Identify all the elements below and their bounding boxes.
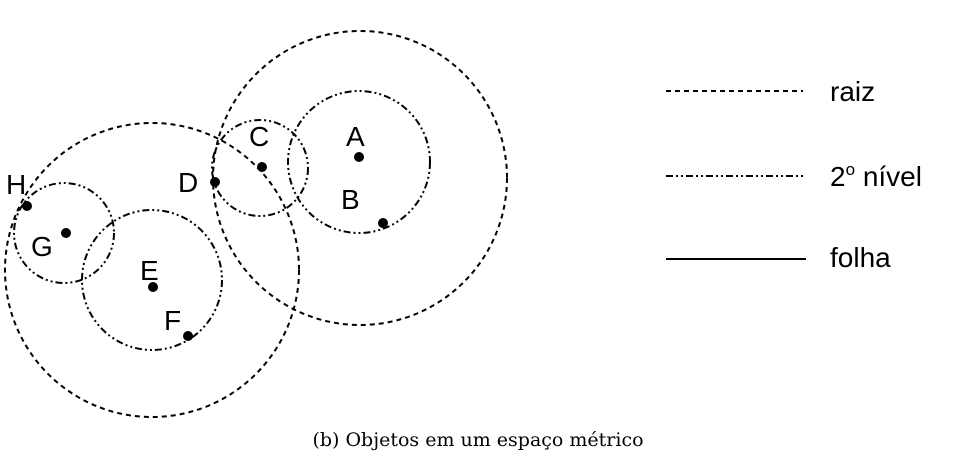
point-b-label: B <box>341 184 360 215</box>
point-e-label: E <box>140 255 159 286</box>
figure-caption: (b) Objetos em um espaço métrico <box>312 429 643 451</box>
legend-root-label: raiz <box>830 76 875 107</box>
legend-level2-prefix: 2 <box>830 161 846 192</box>
level2-circle-c <box>211 119 309 217</box>
level2-circle-a <box>287 90 431 234</box>
point-d-dot <box>210 177 220 187</box>
point-h-dot <box>22 201 32 211</box>
point-d-label: D <box>178 167 198 198</box>
root-circle-left <box>4 122 300 418</box>
point-f-label: F <box>164 305 181 336</box>
point-g-label: G <box>31 231 53 262</box>
level2-circle-e <box>81 209 223 351</box>
point-c-dot <box>257 162 267 172</box>
point-g-dot <box>61 228 71 238</box>
point-c-label: C <box>249 121 269 152</box>
legend-level2-suffix: nível <box>855 161 922 192</box>
legend-leaf-label: folha <box>830 242 891 273</box>
point-f-dot <box>183 331 193 341</box>
point-e-dot <box>148 282 158 292</box>
level2-circle-g <box>13 182 115 284</box>
root-circle-right <box>212 30 508 326</box>
point-b-dot <box>378 218 388 228</box>
point-h-label: H <box>6 169 26 200</box>
legend-level2-sup: o <box>846 160 855 179</box>
point-a-dot <box>354 152 364 162</box>
point-a-label: A <box>346 121 365 152</box>
legend: raiz 2o nível folha <box>666 76 922 273</box>
legend-level2-label: 2o nível <box>830 160 922 192</box>
